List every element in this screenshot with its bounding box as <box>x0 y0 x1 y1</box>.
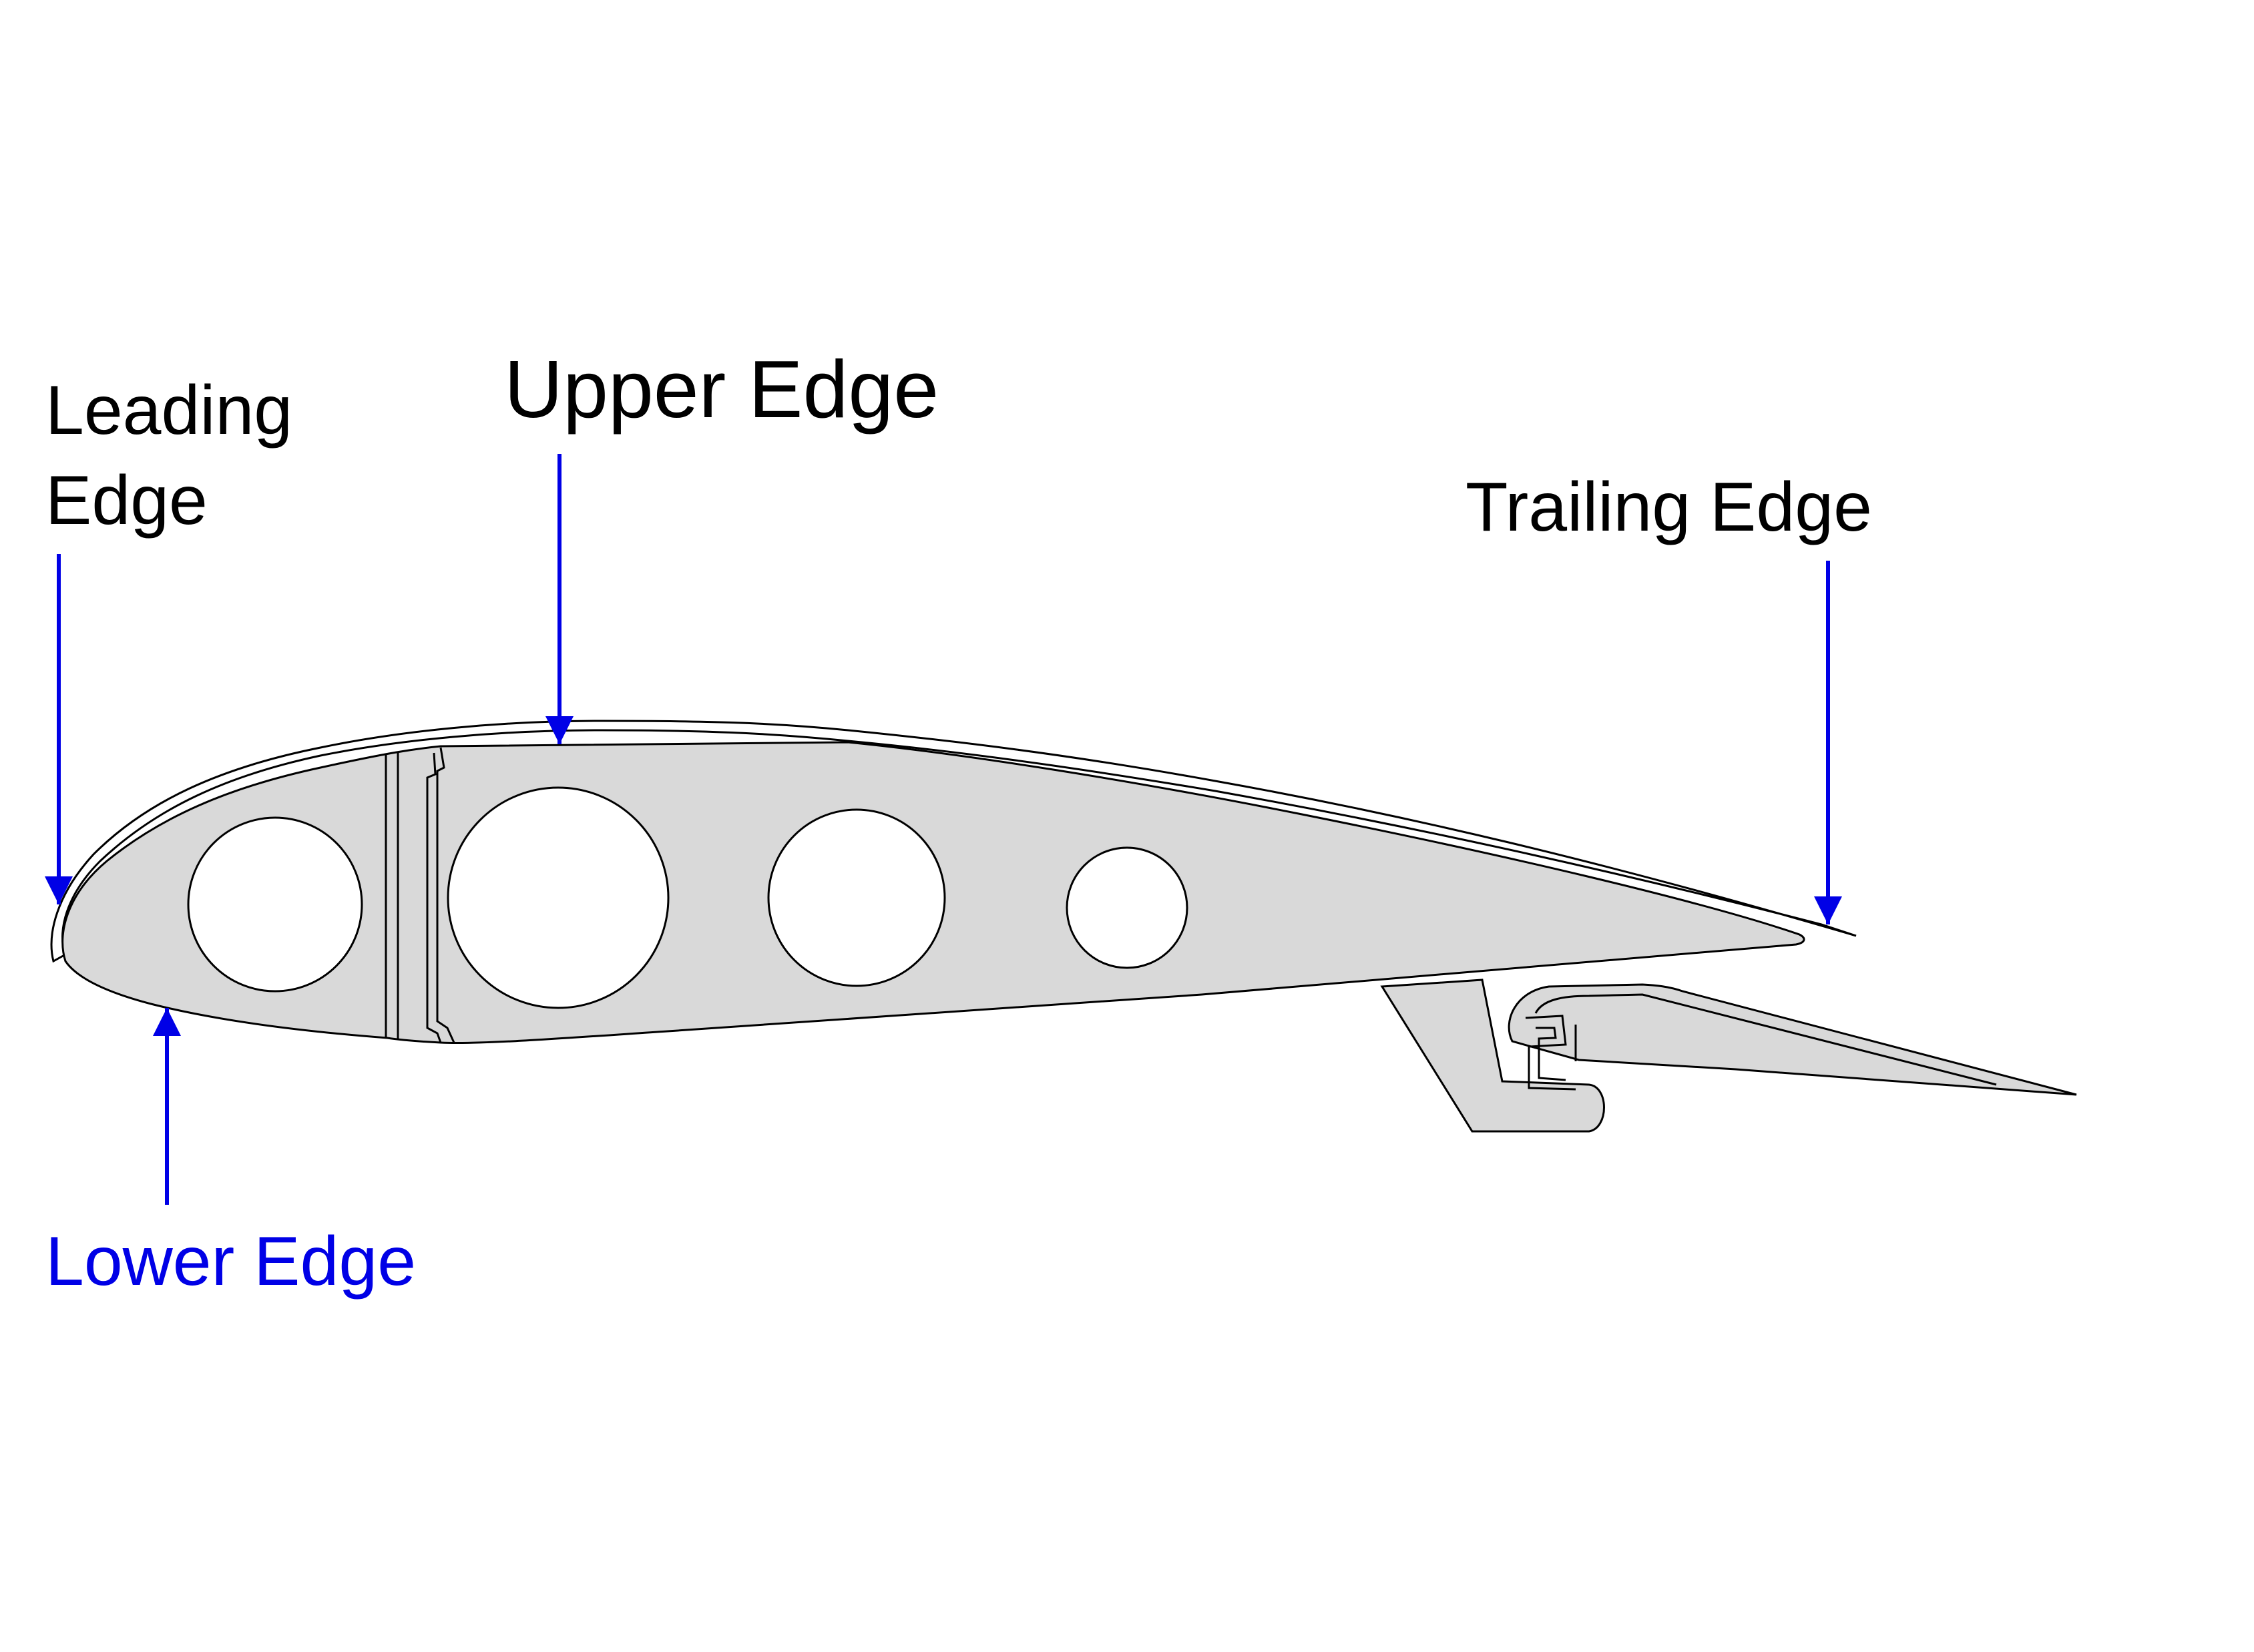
flap-hinge-channel <box>1525 1015 1576 1091</box>
lightening-hole-4 <box>1066 846 1188 969</box>
lower-edge-label: Lower Edge <box>45 1223 416 1300</box>
spar-channel <box>426 747 455 1043</box>
leading-edge-label-line2: Edge <box>45 462 208 539</box>
flap <box>1508 983 2077 1096</box>
lightening-hole-1 <box>187 816 363 993</box>
flap-bracket <box>1380 979 1605 1133</box>
upper-edge-label: Upper Edge <box>504 344 939 435</box>
flap-skin <box>1534 993 1997 1086</box>
upper-skin <box>50 720 1857 963</box>
trailing-edge-label: Trailing Edge <box>1466 469 1872 546</box>
lightening-hole-2 <box>447 786 670 1009</box>
leading-edge-label-line1: Leading <box>45 372 292 449</box>
lightening-hole-3 <box>767 808 946 987</box>
